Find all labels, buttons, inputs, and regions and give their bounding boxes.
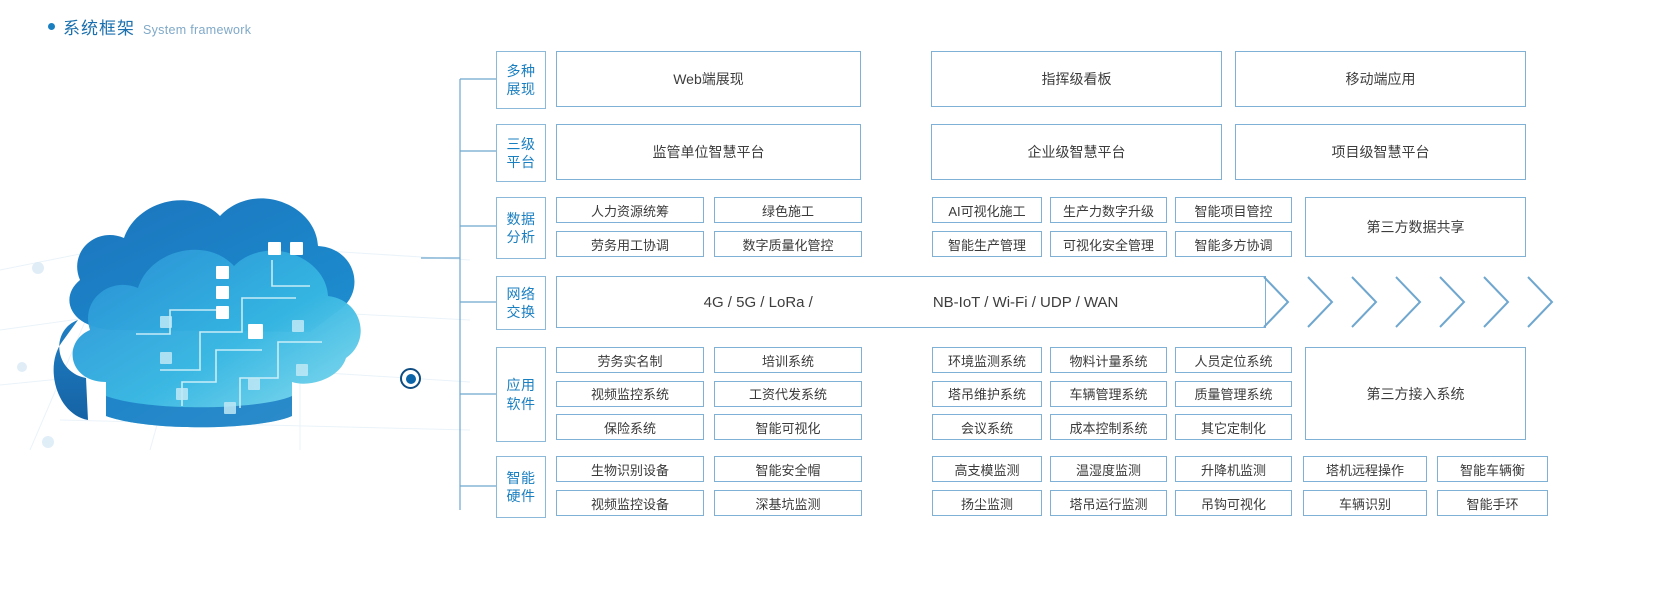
category-line-1: 网络 <box>506 285 536 302</box>
data-analysis-left-grid: 人力资源统筹 绿色施工 劳务用工协调 数字质量化管控 <box>556 197 862 257</box>
node-biometric-device[interactable]: 生物识别设备 <box>556 456 704 482</box>
smart-hardware-right-grid: 高支模监测 温湿度监测 升降机监测 塔机远程操作 智能车辆衡 扬尘监测 塔吊运行… <box>932 456 1548 516</box>
node-crane-maintenance[interactable]: 塔吊维护系统 <box>932 380 1042 407</box>
node-project-platform[interactable]: 项目级智慧平台 <box>1235 124 1526 180</box>
node-environment-monitoring[interactable]: 环境监测系统 <box>932 347 1042 373</box>
node-regulator-platform[interactable]: 监管单位智慧平台 <box>556 124 861 180</box>
application-software-right-grid: 环境监测系统 物料计量系统 人员定位系统 塔吊维护系统 车辆管理系统 质量管理系… <box>932 347 1292 440</box>
node-hr-coordination[interactable]: 人力资源统筹 <box>556 197 704 223</box>
cloud-shape <box>53 198 361 428</box>
row-three-tier-platform: 三级 平台 监管单位智慧平台 企业级智慧平台 项目级智慧平台 <box>496 124 1526 182</box>
node-temp-humidity-monitoring[interactable]: 温湿度监测 <box>1050 456 1167 482</box>
category-line-1: 多种 <box>506 62 536 79</box>
node-digital-quality-control[interactable]: 数字质量化管控 <box>714 231 862 257</box>
page-header: 系统框架 System framework <box>48 14 251 39</box>
node-tower-remote-operation[interactable]: 塔机远程操作 <box>1303 456 1427 482</box>
category-line-2: 硬件 <box>506 488 536 504</box>
node-smart-visualization[interactable]: 智能可视化 <box>714 414 862 440</box>
node-smart-production-mgmt[interactable]: 智能生产管理 <box>932 231 1042 257</box>
node-other-customization[interactable]: 其它定制化 <box>1175 414 1292 440</box>
node-personnel-positioning[interactable]: 人员定位系统 <box>1175 347 1292 373</box>
node-visual-safety-mgmt[interactable]: 可视化安全管理 <box>1050 231 1167 257</box>
chevron-right-icon <box>1351 276 1378 328</box>
row-data-analysis: 数据 分析 人力资源统筹 绿色施工 劳务用工协调 数字质量化管控 AI可视化施工… <box>496 197 1526 259</box>
connector-node <box>400 368 421 389</box>
node-third-party-access-system[interactable]: 第三方接入系统 <box>1305 347 1526 440</box>
category-line-1: 应用 <box>506 377 536 394</box>
node-command-dashboard[interactable]: 指挥级看板 <box>931 51 1222 107</box>
row-application-software: 应用 软件 劳务实名制 培训系统 视频监控系统 工资代发系统 保险系统 智能可视… <box>496 347 1526 442</box>
row-category-three-tier: 三级 平台 <box>496 124 546 182</box>
category-line-2: 交换 <box>506 304 536 320</box>
node-network-protocol-bar[interactable]: 4G / 5G / LoRa / NB-IoT / Wi-Fi / UDP / … <box>556 276 1266 328</box>
network-protocols-group-2: NB-IoT / Wi-Fi / UDP / WAN <box>932 293 1119 311</box>
row-category-data-analysis: 数据 分析 <box>496 197 546 259</box>
bullet-dot <box>48 23 55 30</box>
chevron-right-icon <box>1439 276 1466 328</box>
row-network-exchange: 网络 交换 4G / 5G / LoRa / NB-IoT / Wi-Fi / … <box>496 276 1266 330</box>
category-line-2: 展现 <box>506 81 536 97</box>
node-payroll-system[interactable]: 工资代发系统 <box>714 380 862 407</box>
node-mobile-app[interactable]: 移动端应用 <box>1235 51 1526 107</box>
chevron-right-icon <box>1483 276 1510 328</box>
node-labor-realname[interactable]: 劳务实名制 <box>556 347 704 373</box>
node-dust-monitoring[interactable]: 扬尘监测 <box>932 490 1042 516</box>
node-video-surveillance-system[interactable]: 视频监控系统 <box>556 380 704 407</box>
page-title-cn: 系统框架 <box>63 19 135 38</box>
node-smart-multiparty-coordination[interactable]: 智能多方协调 <box>1175 231 1292 257</box>
application-software-left-grid: 劳务实名制 培训系统 视频监控系统 工资代发系统 保险系统 智能可视化 <box>556 347 862 440</box>
node-smart-weighbridge[interactable]: 智能车辆衡 <box>1437 456 1548 482</box>
node-vehicle-recognition[interactable]: 车辆识别 <box>1303 490 1427 516</box>
node-video-surveillance-device[interactable]: 视频监控设备 <box>556 490 704 516</box>
category-line-2: 平台 <box>506 154 536 170</box>
node-crane-operation-monitoring[interactable]: 塔吊运行监测 <box>1050 490 1167 516</box>
chevron-right-icon <box>1395 276 1422 328</box>
node-smart-project-control[interactable]: 智能项目管控 <box>1175 197 1292 223</box>
node-green-construction[interactable]: 绿色施工 <box>714 197 862 223</box>
row-category-network-exchange: 网络 交换 <box>496 276 546 330</box>
chevron-right-icon <box>1307 276 1334 328</box>
cloud-network-illustration <box>0 120 470 450</box>
page-title-en: System framework <box>143 23 252 37</box>
chevron-right-icon <box>1527 276 1554 328</box>
node-ai-visual-construction[interactable]: AI可视化施工 <box>932 197 1042 223</box>
row-category-application-software: 应用 软件 <box>496 347 546 442</box>
node-labor-coordination[interactable]: 劳务用工协调 <box>556 231 704 257</box>
row-category-smart-hardware: 智能 硬件 <box>496 456 546 518</box>
category-line-2: 分析 <box>506 229 536 245</box>
network-flow-chevrons <box>1262 276 1570 328</box>
row-category-presentation: 多种 展现 <box>496 51 546 109</box>
node-vehicle-management[interactable]: 车辆管理系统 <box>1050 380 1167 407</box>
chevron-right-icon <box>1263 276 1290 328</box>
category-line-1: 三级 <box>506 135 536 152</box>
smart-hardware-left-grid: 生物识别设备 智能安全帽 视频监控设备 深基坑监测 <box>556 456 862 516</box>
node-smart-helmet[interactable]: 智能安全帽 <box>714 456 862 482</box>
bracket-connector <box>421 78 498 510</box>
network-protocols-group-1: 4G / 5G / LoRa / <box>703 293 813 311</box>
node-hook-visualization[interactable]: 吊钩可视化 <box>1175 490 1292 516</box>
node-high-formwork-monitoring[interactable]: 高支模监测 <box>932 456 1042 482</box>
node-productivity-digital-upgrade[interactable]: 生产力数字升级 <box>1050 197 1167 223</box>
node-enterprise-platform[interactable]: 企业级智慧平台 <box>931 124 1222 180</box>
node-cost-control-system[interactable]: 成本控制系统 <box>1050 414 1167 440</box>
node-third-party-data-sharing[interactable]: 第三方数据共享 <box>1305 197 1526 257</box>
node-meeting-system[interactable]: 会议系统 <box>932 414 1042 440</box>
category-line-1: 数据 <box>506 210 536 227</box>
node-quality-management[interactable]: 质量管理系统 <box>1175 380 1292 407</box>
data-analysis-right-grid: AI可视化施工 生产力数字升级 智能项目管控 智能生产管理 可视化安全管理 智能… <box>932 197 1292 257</box>
node-material-metering[interactable]: 物料计量系统 <box>1050 347 1167 373</box>
node-insurance-system[interactable]: 保险系统 <box>556 414 704 440</box>
node-elevator-monitoring[interactable]: 升降机监测 <box>1175 456 1292 482</box>
category-line-2: 软件 <box>506 395 536 412</box>
node-training-system[interactable]: 培训系统 <box>714 347 862 373</box>
node-deep-foundation-monitoring[interactable]: 深基坑监测 <box>714 490 862 516</box>
category-line-1: 智能 <box>506 469 536 486</box>
node-web-display[interactable]: Web端展现 <box>556 51 861 107</box>
row-presentation: 多种 展现 Web端展现 指挥级看板 移动端应用 <box>496 51 1526 109</box>
node-smart-wristband[interactable]: 智能手环 <box>1437 490 1548 516</box>
row-smart-hardware: 智能 硬件 生物识别设备 智能安全帽 视频监控设备 深基坑监测 高支模监测 温湿… <box>496 456 1548 518</box>
